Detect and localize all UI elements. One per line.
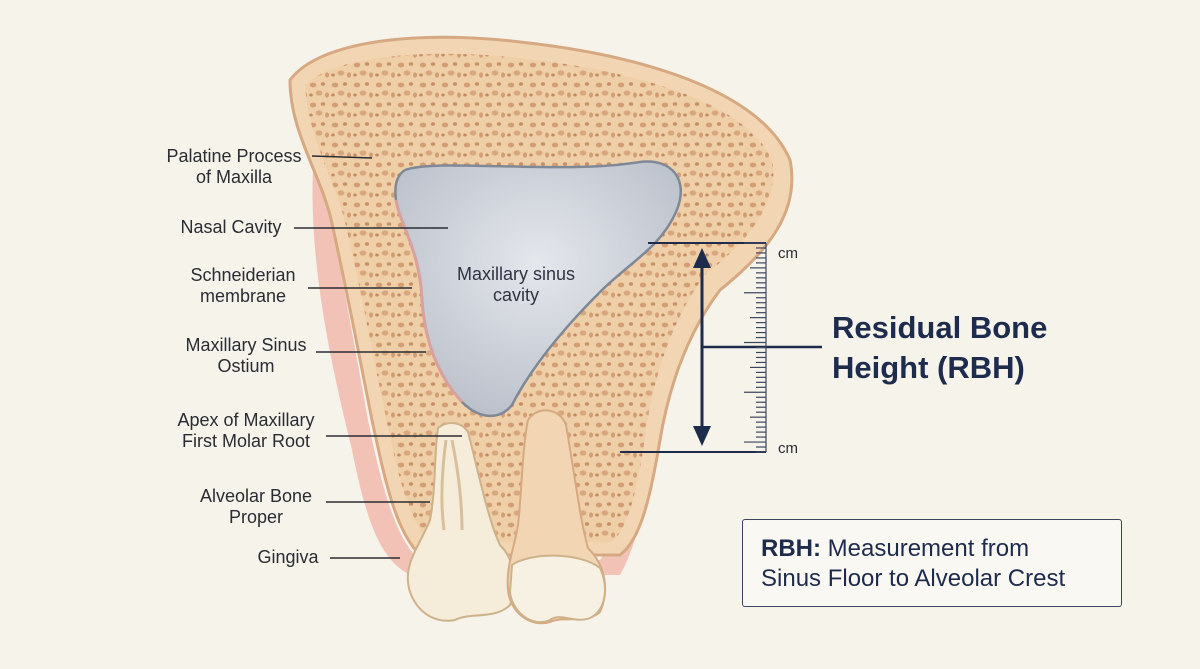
label-ostium-line1: Maxillary Sinus (185, 335, 307, 355)
label-schneiderian-line1: Schneiderian (190, 265, 296, 285)
rbh-title: Residual Bone Height (RBH) (832, 308, 1047, 388)
label-schneiderian-line2: membrane (199, 286, 287, 306)
label-ostium-line2: Ostium (217, 356, 275, 376)
label-nasal-line1: Nasal Cavity (180, 217, 282, 237)
label-palatine-process: Palatine Process of Maxilla (166, 146, 301, 188)
label-sinus-cavity-line2: cavity (492, 285, 539, 305)
ruler-scale (744, 242, 767, 453)
label-palatine-line2: of Maxilla (195, 167, 273, 187)
label-apex-line1: Apex of Maxillary (177, 410, 315, 430)
label-nasal-cavity: Nasal Cavity (180, 217, 281, 238)
second-molar-crown (508, 554, 606, 623)
label-apex-molar-root: Apex of Maxillary First Molar Root (177, 410, 314, 452)
rbh-arrow (693, 248, 711, 446)
label-palatine-line1: Palatine Process (166, 146, 302, 166)
label-alveolar-bone: Alveolar Bone Proper (200, 486, 312, 528)
label-gingiva-line1: Gingiva (257, 547, 319, 567)
schneiderian-membrane (394, 199, 464, 404)
callout-line1: RBH: Measurement from (761, 534, 1103, 564)
label-schneiderian-membrane: Schneiderian membrane (190, 265, 295, 307)
leader-lines (294, 155, 462, 559)
ruler-unit-top: cm (778, 245, 798, 262)
label-alveolar-line1: Alveolar Bone (199, 486, 313, 506)
callout-abbr: RBH: (761, 535, 821, 562)
rbh-title-line1: Residual Bone (832, 310, 1048, 345)
ruler-unit-bottom: cm (778, 440, 798, 457)
rbh-definition-box: RBH: Measurement from Sinus Floor to Alv… (742, 519, 1122, 607)
molar-root-canal (440, 439, 464, 531)
label-alveolar-line2: Proper (228, 507, 284, 527)
label-sinus-ostium: Maxillary Sinus Ostium (185, 335, 306, 377)
rbh-title-line2: Height (RBH) (832, 350, 1025, 385)
label-sinus-cavity-line1: Maxillary sinus (456, 264, 576, 284)
label-sinus-cavity: Maxillary sinus cavity (457, 264, 575, 306)
callout-text-line1: Measurement from (827, 535, 1030, 562)
label-gingiva: Gingiva (257, 547, 318, 568)
callout-text-line2: Sinus Floor to Alveolar Crest (761, 565, 1066, 592)
label-apex-line2: First Molar Root (181, 431, 311, 451)
